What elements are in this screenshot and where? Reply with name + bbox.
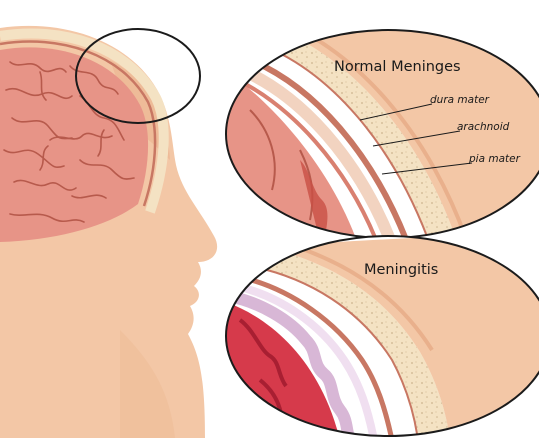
- pia-mater-label: pia mater: [468, 153, 521, 165]
- normal-meninges-panel: Normal Meninges dura mater arachnoid pia…: [200, 14, 539, 250]
- dura-mater-label: dura mater: [430, 94, 490, 106]
- meningitis-panel-title: Meningitis: [364, 262, 438, 278]
- arachnoid-label: arachnoid: [457, 121, 510, 133]
- meningitis-panel: Meningitis: [220, 230, 539, 438]
- normal-panel-title: Normal Meninges: [334, 59, 461, 75]
